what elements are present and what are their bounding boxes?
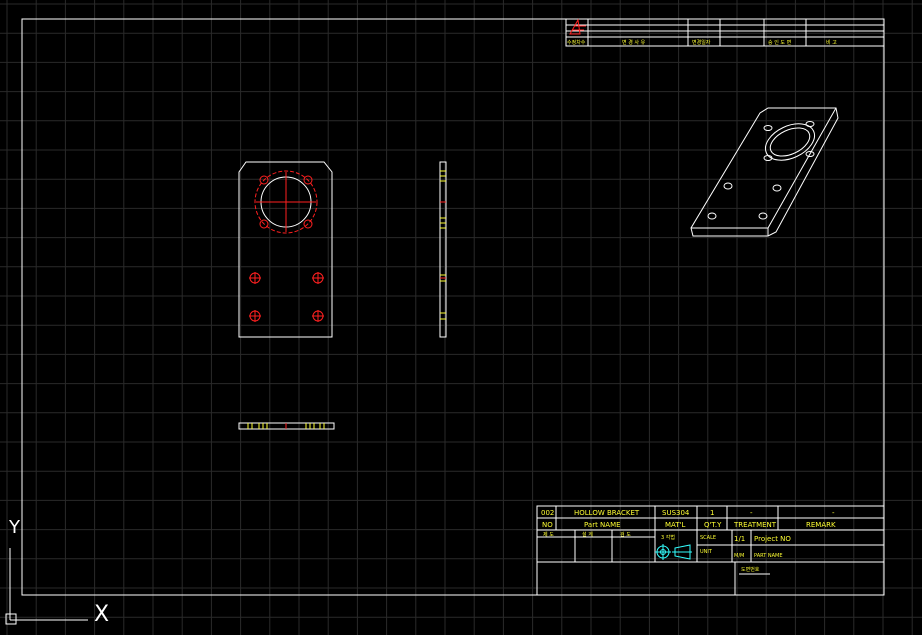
ucs-icon: Y X [5, 517, 109, 627]
scale-label: SCALE [700, 535, 716, 541]
front-view[interactable] [238, 161, 333, 338]
bottom-view[interactable] [238, 422, 335, 430]
part-name-label: Part NAME [584, 521, 621, 529]
side-view[interactable] [439, 161, 447, 338]
projection-label: 3 각법 [661, 534, 675, 541]
part-name-footer-label: PART NAME [754, 553, 783, 559]
ucs-y-label: Y [8, 517, 21, 538]
title-block: 002 HOLLOW BRACKET SUS304 1 - - NO Part … [536, 505, 885, 596]
revision-header-label: 수정차수 [567, 39, 586, 46]
part-no-value: 002 [541, 509, 554, 517]
qty-value: 1 [710, 509, 714, 517]
qty-label: Q'T.Y [704, 521, 722, 529]
drawing-no-label: 도면번호 [741, 566, 760, 573]
treatment-label: TREATMENT [733, 521, 777, 529]
ucs-x-label: X [94, 602, 109, 627]
drawing-frame [21, 18, 885, 596]
third-angle-projection-icon [655, 544, 692, 560]
revision-col-remark: 비 고 [826, 39, 837, 46]
material-label: MAT'L [665, 521, 685, 529]
revision-col-approval: 승 인 도 면 [768, 39, 792, 46]
scale-value: 1/1 [734, 535, 745, 543]
checker-label: 검 도 [620, 531, 631, 538]
drawer-label: 제 도 [543, 531, 554, 538]
unit-value: M/M [734, 553, 744, 559]
treatment-value: - [750, 509, 753, 517]
unit-label: UNIT [700, 549, 713, 555]
remark-value: - [832, 509, 835, 517]
part-name-value: HOLLOW BRACKET [574, 509, 640, 517]
revision-col-date: 변경일자 [692, 39, 711, 46]
designer-label: 설 계 [582, 531, 593, 538]
remark-label: REMARK [806, 521, 836, 529]
isometric-view[interactable] [690, 107, 839, 237]
material-value: SUS304 [662, 509, 690, 517]
no-label: NO [542, 521, 553, 529]
revision-block: 수정차수 변 경 사 유 변경일자 승 인 도 면 비 고 [565, 18, 885, 47]
revision-col-reason: 변 경 사 유 [622, 39, 646, 46]
project-no-label: Project NO [754, 535, 791, 543]
